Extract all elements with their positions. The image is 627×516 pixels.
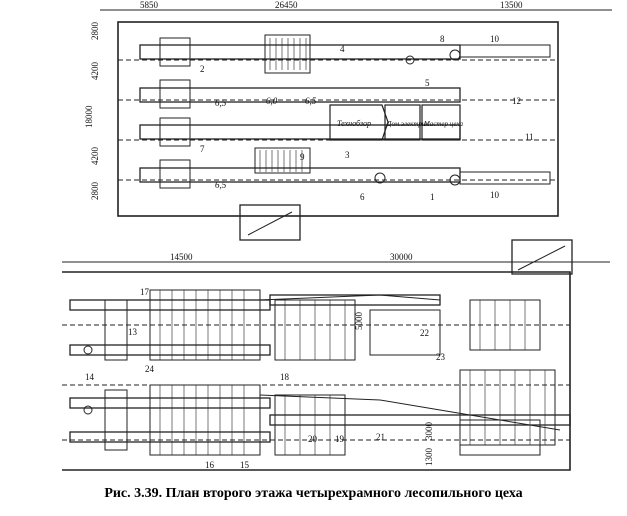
vdim-label: 2800	[90, 22, 100, 41]
room-label: Технобзор	[337, 119, 371, 128]
marker: 15	[240, 460, 250, 470]
elevation-label: 6,0	[266, 96, 278, 106]
vdim-label: 3000	[424, 422, 434, 441]
transfer-blocks-bottom	[149, 289, 556, 456]
marker: 6	[360, 192, 365, 202]
dim-label: 13500	[500, 0, 523, 10]
roller-hatching-bottom	[159, 290, 546, 455]
marker: 20	[308, 434, 318, 444]
vdim-label: 5000	[354, 312, 364, 331]
marker: 2	[200, 64, 205, 74]
vdim-label: 18000	[84, 105, 94, 128]
top-plan	[100, 9, 612, 241]
marker: 9	[300, 152, 305, 162]
dim-label: 5850	[140, 0, 159, 10]
marker: 10	[490, 34, 500, 44]
edger-machines	[83, 299, 128, 451]
office-rooms	[329, 104, 461, 141]
dim-label: 30000	[390, 252, 413, 262]
elevation-label: 6,5	[305, 96, 317, 106]
marker: 24	[145, 364, 155, 374]
marker: 3	[345, 150, 350, 160]
stair-flight	[247, 211, 293, 236]
bottom-plan	[62, 239, 610, 471]
marker: 17	[140, 287, 150, 297]
marker: 5	[425, 78, 430, 88]
marker: 10	[490, 190, 500, 200]
chute	[259, 294, 441, 301]
figure-caption: Рис. 3.39. План второго этажа четырехрам…	[104, 486, 523, 501]
marker: 7	[200, 144, 205, 154]
marker: 19	[335, 434, 345, 444]
vdim-label: 4200	[90, 62, 100, 81]
marker: 13	[128, 327, 138, 337]
transverse-conveyors-top	[374, 44, 551, 186]
building-outline-top	[117, 21, 559, 217]
room-label: Дом.электрик	[386, 120, 429, 128]
building-outline-bottom	[62, 271, 571, 471]
marker: 8	[440, 34, 445, 44]
marker: 4	[340, 44, 345, 54]
dim-label: 14500	[170, 252, 193, 262]
conveyor-lines-bottom	[69, 294, 571, 443]
saw-frames-top	[159, 34, 311, 189]
staircase-bottom	[511, 239, 573, 275]
vdim-label: 4200	[90, 147, 100, 166]
roller-hatching-top	[259, 38, 307, 172]
stair-flight	[517, 245, 566, 271]
marker: 18	[280, 372, 290, 382]
marker: 1	[430, 192, 435, 202]
elevation-label: 6,5	[215, 180, 227, 190]
marker: 21	[376, 432, 385, 442]
marker: 16	[205, 460, 215, 470]
marker: 12	[512, 96, 521, 106]
vdim-label: 2800	[90, 182, 100, 201]
room-label: Мастер цеха	[423, 120, 463, 128]
dim-label: 26450	[275, 0, 298, 10]
marker: 14	[85, 372, 95, 382]
marker: 23	[436, 352, 446, 362]
staircase-top	[239, 204, 301, 241]
marker: 22	[420, 328, 429, 338]
chute	[259, 394, 561, 431]
vdim-label: 1300	[424, 448, 434, 467]
elevation-label: 6,5	[215, 98, 227, 108]
marker: 11	[525, 132, 534, 142]
